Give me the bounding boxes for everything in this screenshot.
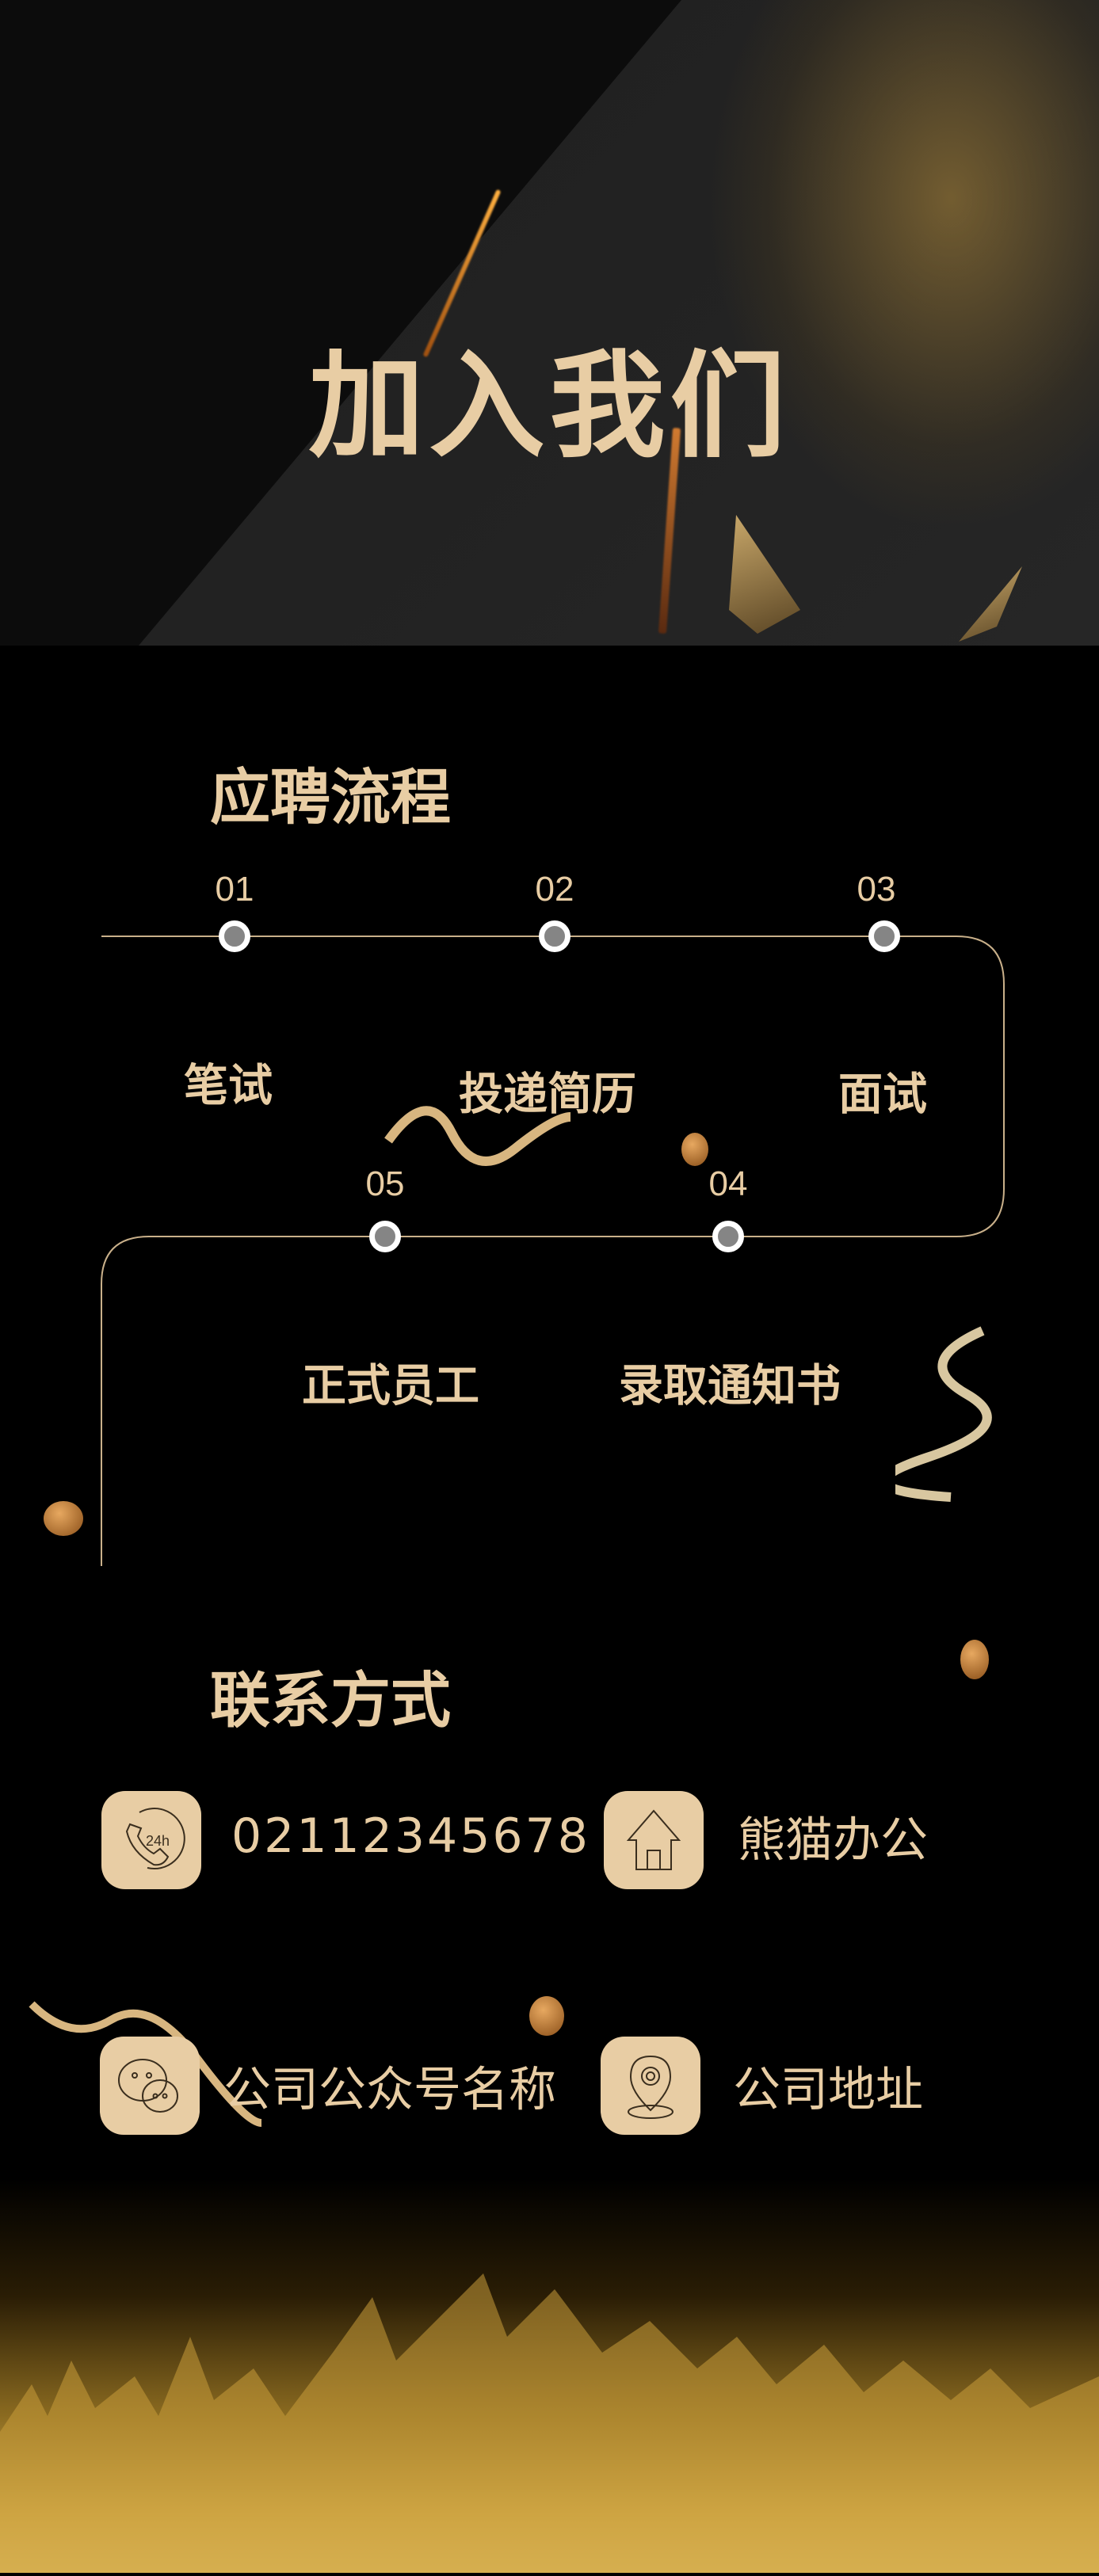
- gold-coin-decoration: [681, 1133, 708, 1166]
- step-label-written-test: 笔试: [184, 1060, 273, 1112]
- step-dot: [539, 920, 570, 952]
- step-label-employee: 正式员工: [302, 1360, 479, 1412]
- hero-banner: 加入我们: [0, 0, 1099, 646]
- ribbon-decoration: [384, 1106, 571, 1166]
- step-dot: [712, 1221, 744, 1252]
- ribbon-decoration: [29, 2001, 262, 2127]
- process-timeline-path: [101, 936, 1005, 1566]
- step-label-interview: 面试: [838, 1069, 927, 1121]
- wechat-account-name[interactable]: 公司公众号名称: [223, 2062, 556, 2118]
- step-number: 04: [708, 1164, 748, 1203]
- phone-24h-icon: 24h: [101, 1791, 201, 1889]
- contact-heading: 联系方式: [210, 1665, 451, 1736]
- gold-coin-decoration: [960, 1640, 989, 1679]
- step-label-offer: 录取通知书: [619, 1360, 841, 1412]
- company-name: 熊猫办公: [738, 1812, 928, 1869]
- crowd-silhouette: [0, 2273, 1099, 2573]
- company-address[interactable]: 公司地址: [733, 2062, 923, 2118]
- step-dot: [868, 920, 900, 952]
- step-dot: [369, 1221, 401, 1252]
- ribbon-decoration: [895, 1326, 992, 1502]
- home-icon: [604, 1791, 704, 1889]
- gold-coin-decoration: [44, 1501, 83, 1536]
- step-label-submit-resume: 投递简历: [459, 1069, 636, 1121]
- process-heading: 应聘流程: [210, 762, 451, 833]
- gold-coin-decoration: [529, 1996, 564, 2036]
- phone-number[interactable]: 02112345678: [231, 1808, 590, 1864]
- step-number: 03: [857, 870, 896, 909]
- page-title: 加入我们: [308, 339, 791, 474]
- step-number: 02: [535, 870, 574, 909]
- crowd-silhouette-footer: [0, 2178, 1099, 2573]
- step-dot: [219, 920, 250, 952]
- svg-text:24h: 24h: [146, 1833, 170, 1849]
- step-number: 01: [215, 870, 254, 909]
- wechat-icon: [100, 2037, 200, 2135]
- step-number: 05: [365, 1164, 405, 1203]
- location-pin-icon: [601, 2037, 700, 2135]
